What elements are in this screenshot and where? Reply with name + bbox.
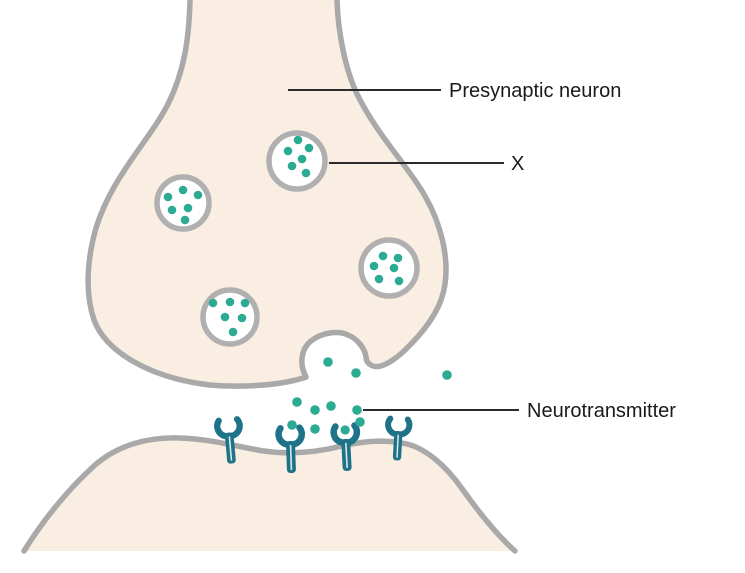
neurotransmitter-dot (378, 251, 388, 261)
neurotransmitter-dot (228, 327, 238, 337)
neurotransmitter-dot (369, 261, 379, 271)
neurotransmitter-dot (442, 370, 452, 380)
receptor-channel-line (396, 434, 399, 458)
receptor-binding-cup (214, 416, 243, 440)
neurotransmitter-label: Neurotransmitter (527, 400, 676, 422)
synaptic-vesicle (358, 237, 420, 299)
neurotransmitter-dot (393, 253, 403, 263)
neurotransmitter-dot (355, 417, 365, 427)
synaptic-vesicle (200, 287, 260, 347)
vesicle-membrane (358, 237, 420, 299)
neurotransmitter-dot (220, 312, 230, 322)
synaptic-vesicle (266, 130, 328, 192)
receptor-binding-cup (275, 424, 305, 448)
neurotransmitter-dot (178, 185, 188, 195)
postsynaptic-neuron (21, 435, 518, 554)
receptor-channel-line (228, 436, 233, 461)
neurotransmitter-dot (394, 276, 404, 286)
label-vesicle-x: X (329, 153, 524, 175)
neurotransmitter-dot (323, 357, 333, 367)
neurotransmitter-dot (292, 397, 302, 407)
neurotransmitter-dot (237, 313, 247, 323)
vesicle-x-label: X (511, 153, 524, 175)
receptor-binding-cup (330, 422, 361, 446)
receptor (385, 415, 413, 461)
neurotransmitter-dot (297, 154, 307, 164)
neurotransmitter-dot (352, 405, 362, 415)
neurotransmitter-dot (167, 205, 177, 215)
synaptic-vesicles (154, 130, 420, 347)
neurotransmitter-dot (310, 405, 320, 415)
presynaptic-label: Presynaptic neuron (449, 80, 621, 102)
neurotransmitter-dot (304, 143, 314, 153)
neurotransmitter-dot (326, 401, 336, 411)
receptor-channel-line (345, 442, 348, 468)
neurotransmitter-dot (374, 274, 384, 284)
label-neurotransmitter: Neurotransmitter (363, 400, 676, 422)
receptor (330, 422, 361, 471)
label-presynaptic-neuron: Presynaptic neuron (288, 80, 621, 102)
free-neurotransmitter-dots (287, 357, 452, 434)
neurotransmitter-dot (193, 190, 203, 200)
neurotransmitter-dot (180, 215, 190, 225)
vesicle-membrane (154, 174, 212, 232)
neurotransmitter-dot (389, 263, 399, 273)
receptor-binding-cup (385, 415, 413, 438)
neurotransmitter-dot (287, 420, 297, 430)
neurotransmitter-dot (310, 424, 320, 434)
neurotransmitter-dot (283, 146, 293, 156)
neurotransmitter-dot (293, 135, 303, 145)
neurotransmitter-dot (163, 192, 173, 202)
neurotransmitter-dot (240, 298, 250, 308)
neurotransmitter-dot (287, 161, 297, 171)
synaptic-vesicle (154, 174, 212, 232)
neurotransmitter-dot (301, 168, 311, 178)
receptor (275, 424, 305, 474)
neurotransmitter-dot (225, 297, 235, 307)
bound-neurotransmitter-dot (340, 425, 350, 435)
receptor-channel-line (289, 444, 293, 471)
neurotransmitter-dot (351, 368, 361, 378)
receptor (214, 416, 243, 464)
presynaptic-neuron (85, 0, 449, 389)
neurotransmitter-dot (208, 298, 218, 308)
receptors (214, 415, 413, 474)
neurotransmitter-dot (183, 203, 193, 213)
